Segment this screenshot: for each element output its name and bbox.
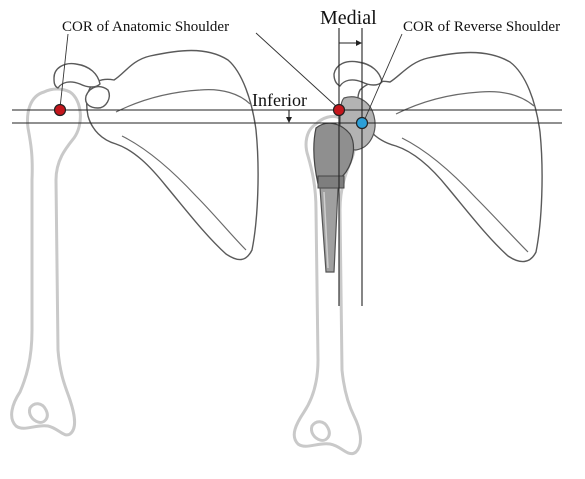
label-inferior: Inferior: [252, 90, 307, 110]
medial-arrowhead: [356, 40, 362, 46]
reverse-scapula: [358, 53, 542, 262]
anatomic-cor-marker-left: [55, 105, 66, 116]
anatomic-humerus: [12, 89, 81, 435]
reverse-humeral-tray: [314, 123, 354, 184]
anatomic-scapula: [87, 51, 258, 260]
reverse-cor-marker: [357, 118, 368, 129]
label-cor-reverse: COR of Reverse Shoulder: [403, 19, 560, 35]
anatomic-cor-marker-right: [334, 105, 345, 116]
anatomic-acromion: [54, 64, 100, 88]
reverse-humeral-metaphysis: [318, 176, 344, 188]
anatomic-coracoid: [86, 87, 110, 108]
label-cor-anatomic: COR of Anatomic Shoulder: [62, 19, 229, 35]
reverse-acromion: [334, 62, 382, 87]
reverse-shoulder-group: [294, 53, 542, 454]
label-medial: Medial: [320, 7, 377, 29]
reverse-humerus-condyle: [311, 422, 329, 441]
inferior-arrowhead: [286, 117, 292, 123]
anatomic-shoulder-group: [12, 51, 258, 435]
anatomic-humerus-condyle: [29, 404, 47, 423]
